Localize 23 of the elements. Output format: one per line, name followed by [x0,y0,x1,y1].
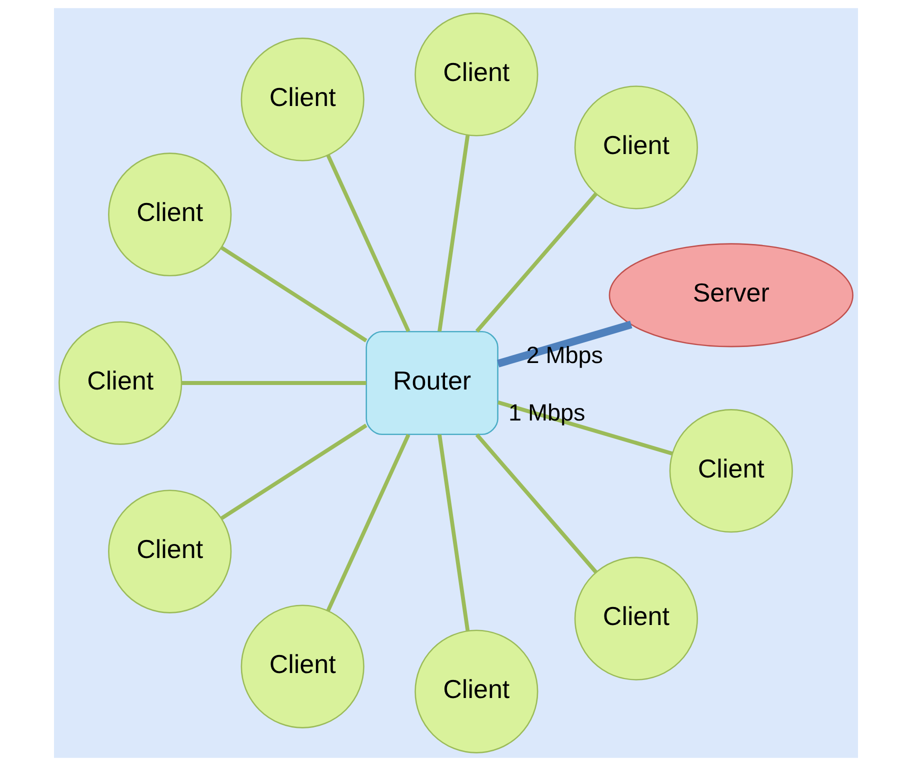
node-circle: Client [669,409,793,533]
node-circle: Client [108,152,232,276]
connector [475,433,598,574]
node-circle: Client [58,321,182,445]
connector [438,135,470,332]
connector [326,154,410,332]
node-circle: Client [240,604,364,728]
node-circle: Client [574,86,698,210]
connector [326,434,410,612]
connector [498,400,673,456]
connector [220,246,368,342]
node-circle: Client [414,630,538,754]
node-circle: Client [574,556,698,680]
connector [182,381,366,385]
connector [496,320,632,368]
node-circle: Client [108,490,232,614]
node-ellipse: Server [608,243,854,348]
connector [438,434,470,631]
node-circle: Client [414,12,538,136]
connector [220,424,368,520]
connector [475,192,598,333]
node-box: Router [366,330,498,436]
node-circle: Client [240,38,364,162]
